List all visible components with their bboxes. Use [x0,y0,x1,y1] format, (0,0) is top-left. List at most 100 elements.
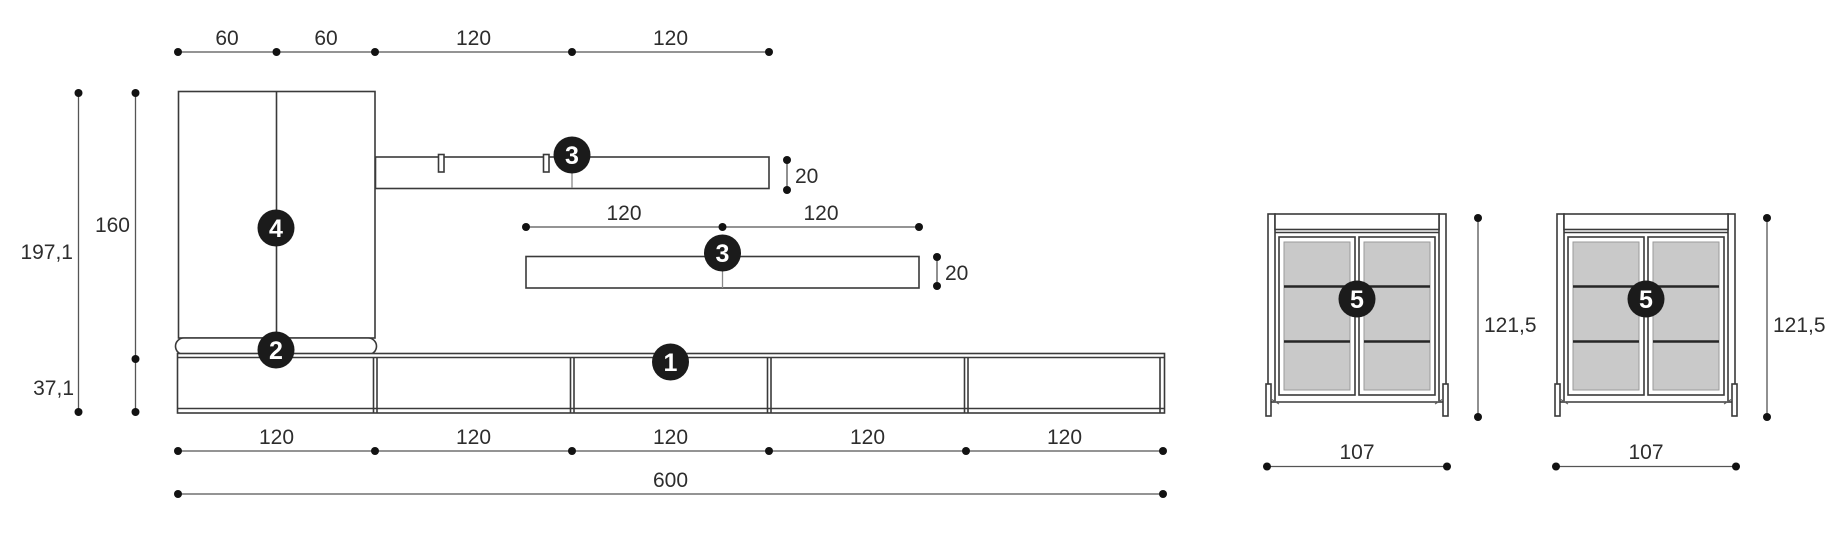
shelf-bracket [437,153,445,173]
badge-number: 5 [1350,286,1364,314]
dim-label-vitrine-width: 107 [1339,441,1374,464]
dim-label-120-3: 120 [606,202,641,225]
display-cabinet-2: 5 121,5 107 [1552,213,1826,471]
dim-dot [1474,214,1482,222]
leg-strut [1434,398,1444,405]
dim-dot [1474,413,1482,421]
dim-dot [915,223,923,231]
dim-dot [131,355,140,363]
dim-vitrine1-height: 121,5 [1474,214,1537,421]
dim-dot [174,490,182,498]
dim-label-total-height: 197,1 [20,241,73,264]
dim-dot [74,408,83,416]
display-cabinet-1: 5 121,5 107 [1263,213,1537,471]
dim-dot [783,186,791,194]
dim-label-120-2: 120 [653,27,688,50]
dim-bottom-total: 600 [174,469,1167,498]
dim-dot [1732,462,1740,471]
dim-dot [1763,413,1771,421]
badge-number: 2 [269,337,283,365]
glass-pane-right [1363,241,1431,391]
dim-dot [933,253,941,261]
badge-circle [257,331,295,369]
dim-dot [1443,462,1451,471]
dim-dot [522,223,530,231]
dim-height-sub: 160 37,1 [33,89,140,416]
dim-height-total: 197,1 [20,89,83,416]
dim-dot [371,447,379,455]
wall-unit-elevation: 60 60 120 120 197,1 160 37,1 [20,27,1167,498]
leg-strut [1723,398,1733,405]
badge-circle [553,136,591,174]
top-rail [1274,213,1440,231]
dim-label-total-width: 600 [653,469,688,492]
dim-dot [962,447,970,455]
dim-dot [174,48,182,56]
dim-dot [933,282,941,290]
dim-dot [568,447,576,455]
dim-dot [1159,490,1167,498]
badge-number: 1 [664,349,678,377]
dim-label-vitrine-height: 121,5 [1773,314,1826,337]
dim-dot [568,48,576,56]
leg-left [1265,383,1272,417]
dim-shelf-upper-thickness: 20 [783,156,818,194]
dim-top-widths: 60 60 120 120 [174,27,773,56]
dim-dot [174,447,182,455]
leg-right [1442,383,1449,417]
badge-cabinet-4: 4 [257,209,295,247]
dim-dot [1552,462,1560,471]
dim-dot [765,48,773,56]
dim-vitrine2-width: 107 [1552,441,1740,471]
badge-number: 3 [716,240,730,268]
dim-dot [765,447,773,455]
dim-dot [1159,447,1167,455]
dim-vitrine2-height: 121,5 [1763,214,1826,421]
dim-vitrine1-width: 107 [1263,441,1451,471]
leg-right [1731,383,1738,417]
badge-vitrine-5: 5 [1627,280,1665,318]
leg-strut [1559,398,1569,405]
dim-dot [131,89,140,97]
leg-strut [1270,398,1280,405]
badge-circle [652,343,689,381]
dim-label-120-4: 120 [803,202,838,225]
dim-label-seg-1: 120 [259,426,294,449]
badge-circle [1627,280,1665,318]
dim-dot [1763,214,1771,222]
badge-vitrine-5: 5 [1338,280,1376,318]
side-panel-left [1556,213,1565,403]
badge-circle [257,209,295,247]
side-panel-right [1727,213,1736,403]
dim-bottom-segments: 120 120 120 120 120 [174,426,1167,455]
leg-left [1554,383,1561,417]
badge-number: 4 [269,215,283,243]
dim-label-seg-2: 120 [456,426,491,449]
badge-bench-1: 1 [652,343,689,381]
badge-circle [1338,280,1376,318]
dim-label-base-height: 37,1 [33,377,74,400]
badge-number: 3 [565,142,579,170]
dim-mid-widths: 120 120 [522,202,923,231]
dim-dot [371,48,379,56]
dim-label-120-1: 120 [456,27,491,50]
top-rail [1563,213,1729,231]
dim-label-vitrine-height: 121,5 [1484,314,1537,337]
glass-pane-left [1572,241,1640,391]
dim-label-60-1: 60 [215,27,238,50]
dim-dot [1263,462,1271,471]
dim-dot [718,223,727,231]
dim-label-seg-3: 120 [653,426,688,449]
side-panel-left [1267,213,1276,403]
dim-label-60-2: 60 [314,27,337,50]
dim-dot [131,408,140,416]
dim-dot [74,89,83,97]
badge-number: 5 [1639,286,1653,314]
badge-circle [704,234,741,272]
dim-dot [783,156,791,164]
badge-ledge-2: 2 [257,331,295,369]
dim-label-vitrine-width: 107 [1628,441,1663,464]
badge-shelf-upper-3: 3 [553,136,591,174]
dim-label-shelf-thickness: 20 [945,262,968,285]
